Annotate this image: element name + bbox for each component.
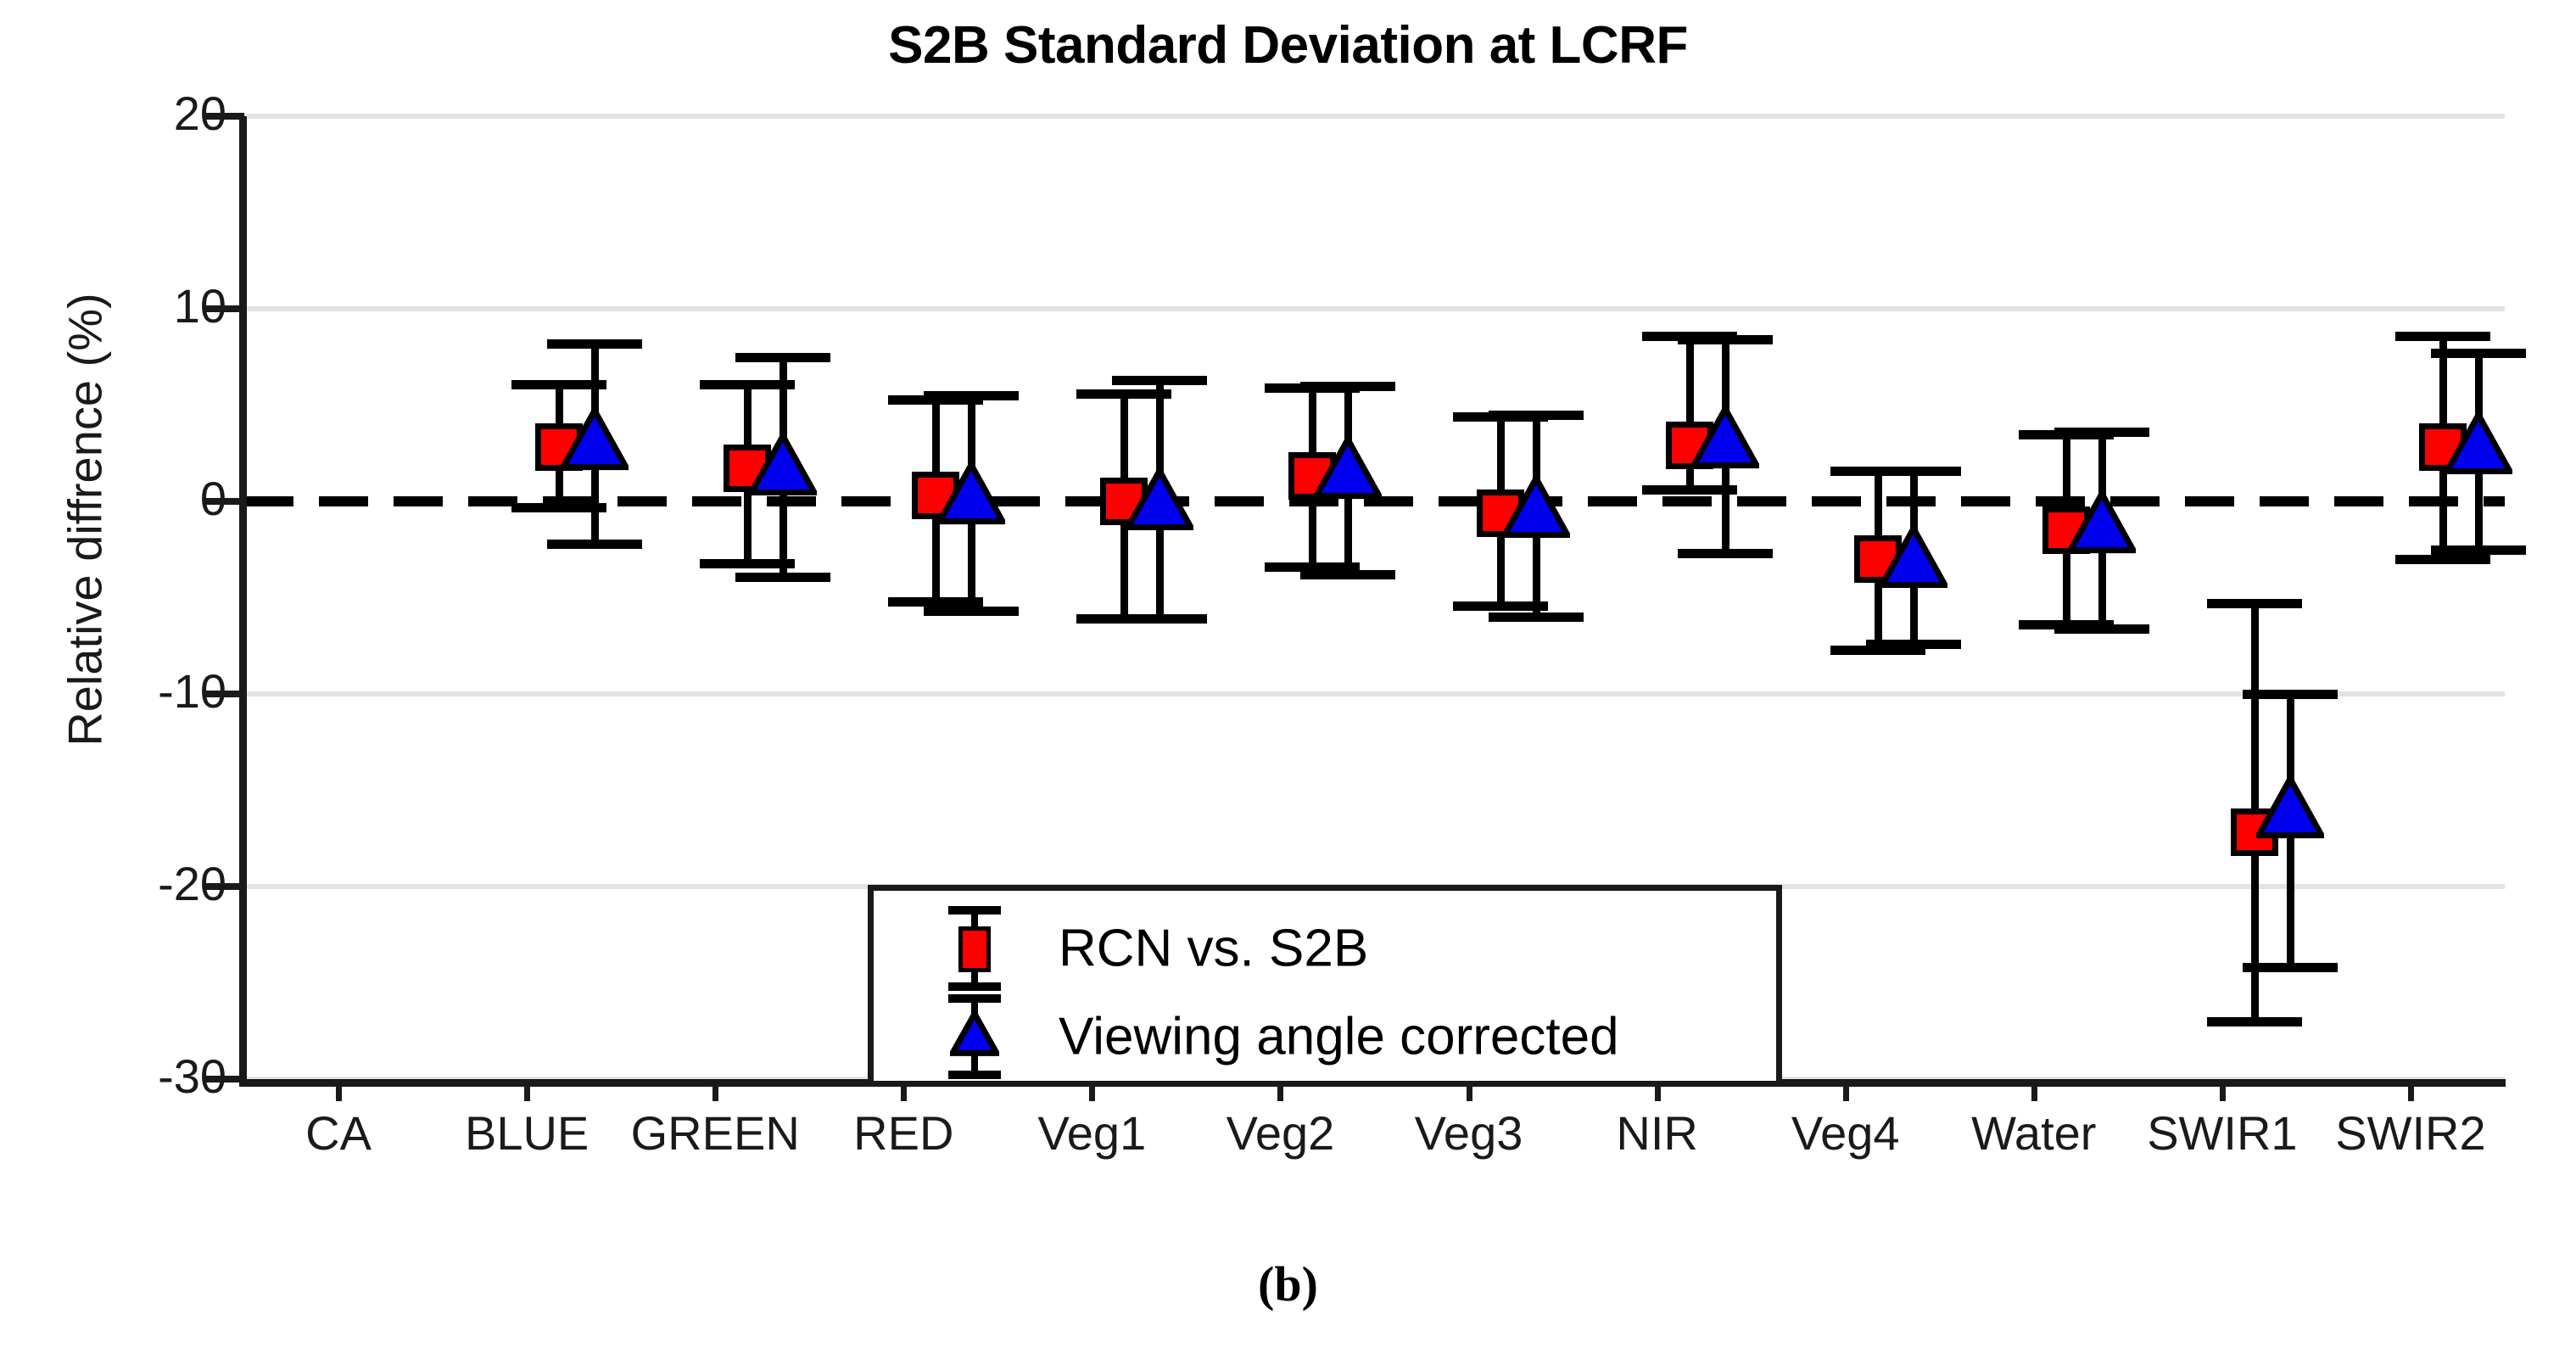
y-axis-spine xyxy=(239,116,247,1084)
y-tick-label: 0 xyxy=(199,472,226,525)
error-bar-cap-lower xyxy=(547,539,643,549)
x-tick-label-nir: NIR xyxy=(1616,1106,1698,1160)
x-tick-label-veg2: Veg2 xyxy=(1226,1106,1335,1160)
x-tick-label-swir1: SWIR1 xyxy=(2147,1106,2298,1160)
error-bar-cap-lower xyxy=(888,597,984,607)
y-tick-10 xyxy=(204,305,244,312)
y-tick-0 xyxy=(204,498,244,505)
x-tick-label-veg1: Veg1 xyxy=(1037,1106,1147,1160)
error-bar-cap-lower xyxy=(1641,485,1737,495)
error-bar xyxy=(1685,335,1694,490)
error-bar-cap-upper xyxy=(700,379,796,389)
y-tick-label: -10 xyxy=(158,664,226,718)
x-tick-label-veg3: Veg3 xyxy=(1414,1106,1523,1160)
error-bar-cap-upper xyxy=(1489,410,1584,420)
panel-caption: (b) xyxy=(1258,1256,1318,1312)
legend-label: Viewing angle corrected xyxy=(1059,1007,1619,1066)
x-tick-veg1 xyxy=(1089,1079,1096,1101)
error-bar-cap-upper xyxy=(2430,349,2526,359)
error-bar-cap-lower xyxy=(2054,624,2149,634)
x-tick-veg2 xyxy=(1277,1079,1284,1101)
y-tick-20 xyxy=(204,113,244,120)
y-tick-label: -30 xyxy=(158,1049,226,1103)
x-tick-label-swir2: SWIR2 xyxy=(2335,1106,2486,1160)
error-bar-cap-upper xyxy=(1112,375,1208,385)
y-tick-label: -20 xyxy=(158,857,226,910)
y-tick-label: 20 xyxy=(173,87,226,140)
x-tick-veg4 xyxy=(1842,1079,1849,1101)
x-tick-red xyxy=(901,1079,908,1101)
error-bar-cap-upper xyxy=(511,379,607,389)
gridline-10 xyxy=(244,306,2505,311)
error-bar-cap-lower xyxy=(1300,570,1396,580)
x-tick-blue xyxy=(524,1079,531,1101)
gridline--10 xyxy=(244,691,2505,696)
error-bar-cap-lower xyxy=(1265,562,1361,573)
error-bar-cap-upper xyxy=(924,391,1020,401)
legend: RCN vs. S2B Viewing angle corrected xyxy=(868,885,1782,1087)
y-tick-label: 10 xyxy=(173,279,226,333)
error-bar-cap-lower xyxy=(1489,613,1584,623)
error-bar-cap-upper xyxy=(2206,599,2302,609)
error-bar-cap-upper xyxy=(547,338,643,349)
x-tick-water xyxy=(2031,1079,2037,1101)
zero-reference-line xyxy=(244,496,2505,506)
x-tick-ca xyxy=(336,1079,343,1101)
error-bar-cap-upper xyxy=(735,352,831,362)
x-tick-swir1 xyxy=(2219,1079,2226,1101)
x-tick-label-water: Water xyxy=(1971,1106,2097,1160)
x-tick-label-red: RED xyxy=(853,1106,954,1160)
x-tick-green xyxy=(712,1079,719,1101)
error-bar-cap-lower xyxy=(2430,545,2526,555)
error-bar-cap-upper xyxy=(2054,428,2149,438)
y-tick--10 xyxy=(204,691,244,697)
legend-label: RCN vs. S2B xyxy=(1059,919,1369,978)
error-bar-cap-upper xyxy=(1677,335,1773,345)
error-bar-cap-lower xyxy=(1830,645,1925,655)
error-bar-cap-lower xyxy=(1677,549,1773,559)
legend-triangle-marker-icon xyxy=(935,991,1011,1082)
legend-item-viewing-angle-corrected[interactable]: Viewing angle corrected xyxy=(874,991,1776,1082)
error-bar-cap-lower xyxy=(924,607,1020,617)
error-bar-cap-lower xyxy=(1865,639,1961,649)
error-bar-cap-upper xyxy=(1076,389,1172,399)
legend-square-marker-icon xyxy=(935,903,1011,994)
y-tick--30 xyxy=(204,1076,244,1082)
legend-item-rcn-vs-s2b[interactable]: RCN vs. S2B xyxy=(874,903,1776,994)
chart-title: S2B Standard Deviation at LCRF xyxy=(888,16,1688,75)
error-bar-cap-upper xyxy=(2394,331,2490,341)
x-tick-label-green: GREEN xyxy=(630,1106,800,1160)
error-bar-cap-lower xyxy=(511,502,607,512)
error-bar-cap-lower xyxy=(2206,1016,2302,1027)
error-bar-cap-upper xyxy=(1300,381,1396,391)
error-bar-cap-upper xyxy=(1865,466,1961,476)
error-bar-cap-lower xyxy=(1453,601,1549,611)
x-tick-label-veg4: Veg4 xyxy=(1791,1106,1900,1160)
x-tick-label-ca: CA xyxy=(305,1106,372,1160)
error-bar-cap-lower xyxy=(2394,555,2490,565)
error-bar-cap-upper xyxy=(2242,690,2338,699)
x-tick-label-blue: BLUE xyxy=(464,1106,590,1160)
error-bar-cap-lower xyxy=(1112,614,1208,624)
y-tick--20 xyxy=(204,883,244,890)
x-tick-nir xyxy=(1654,1079,1661,1101)
gridline-20 xyxy=(244,114,2505,119)
error-bar-cap-lower xyxy=(735,572,831,582)
x-tick-veg3 xyxy=(1466,1079,1472,1101)
error-bar-cap-lower xyxy=(2242,963,2338,973)
x-tick-swir2 xyxy=(2407,1079,2414,1101)
error-bar-cap-lower xyxy=(700,558,796,568)
